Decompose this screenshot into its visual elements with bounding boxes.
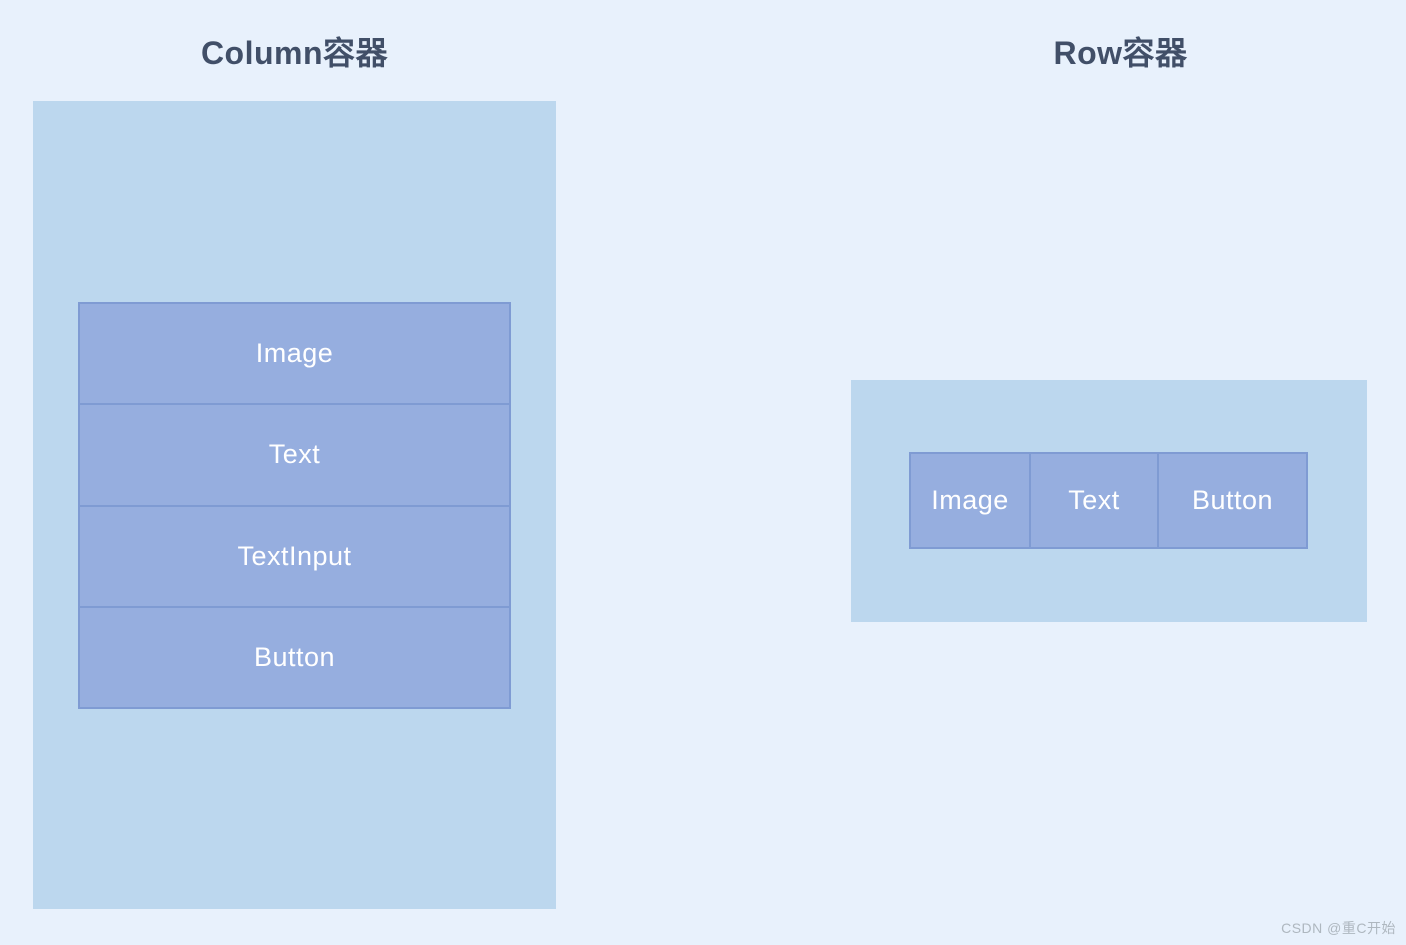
row-items-group: Image Text Button xyxy=(909,452,1308,549)
column-items-group: Image Text TextInput Button xyxy=(78,302,511,709)
watermark: CSDN @重C开始 xyxy=(1281,920,1396,936)
row-container-title: Row容器 xyxy=(1053,35,1188,71)
row-container: Image Text Button xyxy=(851,380,1367,622)
column-item-image: Image xyxy=(78,302,511,406)
column-item-textinput: TextInput xyxy=(78,504,511,608)
row-item-image: Image xyxy=(909,452,1031,549)
column-item-button: Button xyxy=(78,605,511,709)
column-container: Image Text TextInput Button xyxy=(33,101,556,909)
row-item-text: Text xyxy=(1029,452,1159,549)
column-item-text: Text xyxy=(78,403,511,507)
column-container-title: Column容器 xyxy=(200,35,389,71)
row-item-button: Button xyxy=(1157,452,1308,549)
